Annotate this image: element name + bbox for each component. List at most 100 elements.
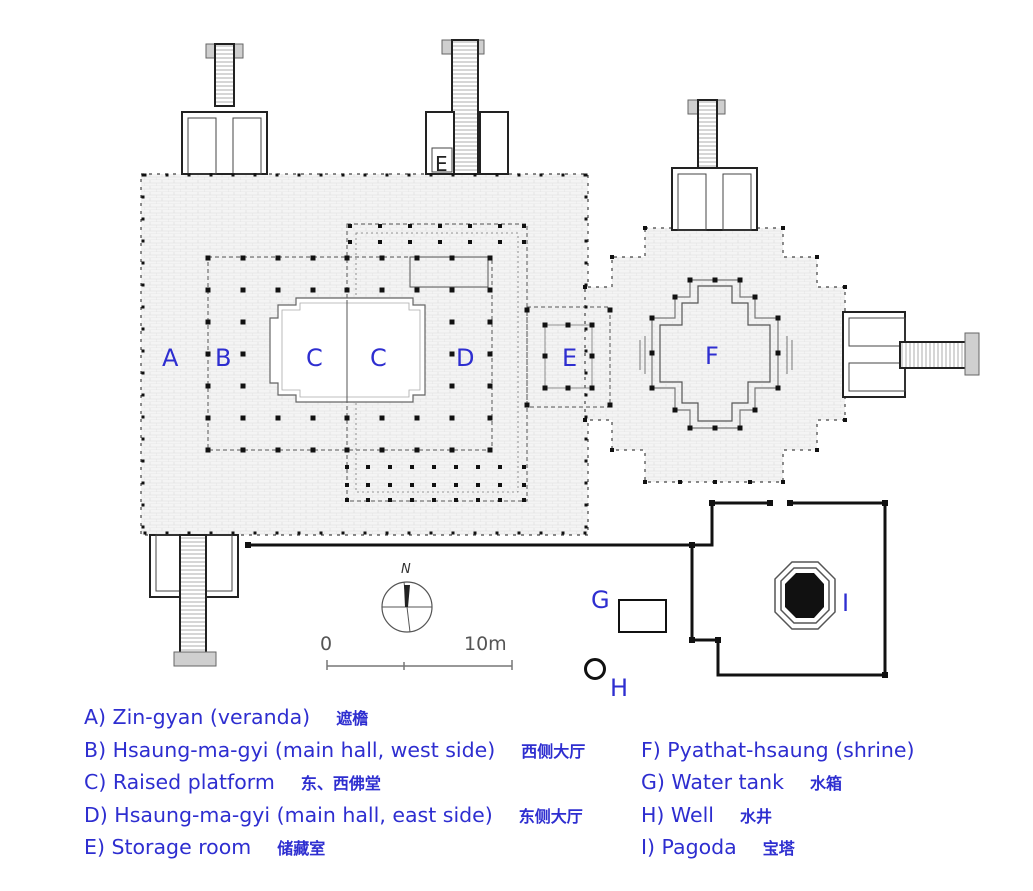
south-stair [149,534,239,667]
pillar [410,465,414,469]
pillar [815,448,819,452]
pillar [388,465,392,469]
pillar [672,407,678,413]
pillar [712,425,718,431]
pillar [141,261,145,265]
pillar [584,459,588,463]
pillar [584,371,588,375]
pillar [781,480,785,484]
pillar [498,465,502,469]
pillar [476,483,480,487]
pillar [141,525,145,529]
north-stair-east [425,39,509,175]
legend-item: B) Hsaung-ma-gyi (main hall, west side)西… [84,737,586,762]
north-arrow-icon: N [381,562,433,633]
pillar [253,531,257,535]
pillar [643,480,647,484]
pillar [414,255,420,261]
pillar [141,305,145,309]
pillar [414,287,420,293]
pillar [345,498,349,502]
pillar [589,322,595,328]
pillar [209,173,213,177]
pillar [432,465,436,469]
pillar [379,255,385,261]
pillar [209,531,213,535]
pillar [410,483,414,487]
pillar [584,393,588,397]
pillar [348,240,352,244]
pillar [240,447,246,453]
pillar [607,307,613,313]
pillar [449,415,455,421]
room-label-a: A [162,344,179,372]
pillar [565,385,571,391]
room-label-i: I [842,589,849,617]
pillar [310,447,316,453]
pillar [584,195,588,199]
pillar [205,319,211,325]
pillar [187,173,191,177]
pillar [143,531,147,535]
scale-bar: 0 10m [320,633,513,670]
pillar [542,353,548,359]
pillar [141,371,145,375]
pillar [414,415,420,421]
pillar [345,483,349,487]
pillar [584,305,588,309]
pillar [775,315,781,321]
pillar [414,447,420,453]
pillar [495,173,499,177]
pillar [429,173,433,177]
pillar [205,447,211,453]
pillar [752,294,758,300]
pillar [713,480,717,484]
pillar [584,415,588,419]
pillar [141,415,145,419]
room-label-f: F [705,342,719,370]
pillar [542,385,548,391]
pillar [275,531,279,535]
pillar [363,173,367,177]
room-label-e-small: E [435,152,448,176]
pillar [649,385,655,391]
pillars [141,173,847,535]
legend-left: A) Zin-gyan (veranda)遮檐 B) Hsaung-ma-gyi… [84,701,585,864]
pillar [583,418,587,422]
pillar [141,239,145,243]
pillar [275,287,281,293]
pillar [240,319,246,325]
room-label-c-east: C [370,344,387,372]
pillar [737,425,743,431]
pillar [610,255,614,259]
pillar [275,447,281,453]
pillar [407,173,411,177]
pillar [275,173,279,177]
room-label-b: B [215,344,231,372]
pillar [468,224,472,228]
pillar [748,480,752,484]
pillar [141,459,145,463]
pillar [141,173,145,177]
pillar [473,173,477,177]
hall-d-bay [409,256,489,288]
pillar [341,531,345,535]
pillar [649,315,655,321]
pillar [141,349,145,353]
shrine-east-stair [842,311,980,398]
pillar [561,531,565,535]
pillar [205,383,211,389]
scale-end: 10m [464,633,507,655]
pillar [487,319,493,325]
pillar [310,415,316,421]
pillar [231,173,235,177]
pillar [366,465,370,469]
pillar [524,307,530,313]
pillar [205,255,211,261]
pillar [542,322,548,328]
pillar [539,531,543,535]
pillar [297,173,301,177]
pillar [775,350,781,356]
